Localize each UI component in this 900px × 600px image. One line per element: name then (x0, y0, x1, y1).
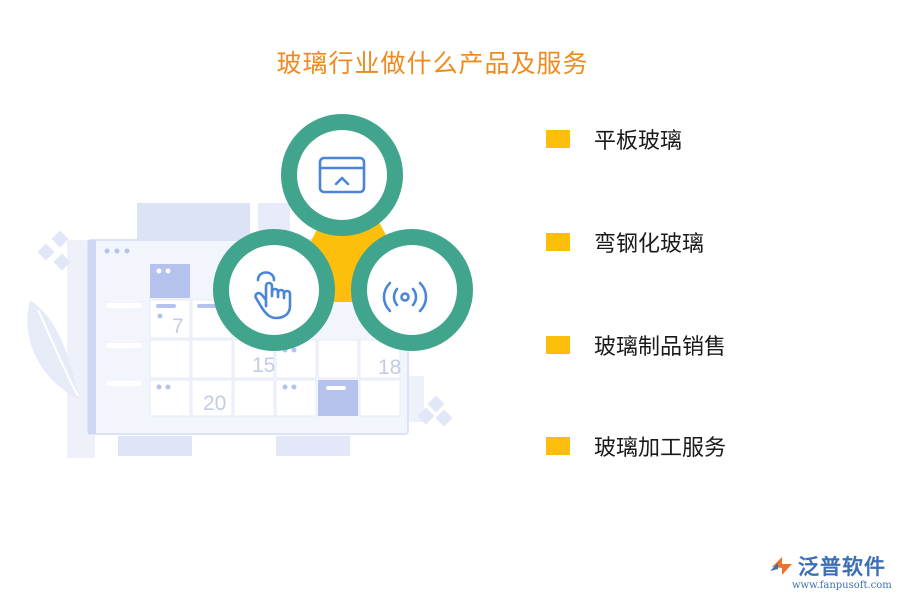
wireless-signal-icon (382, 281, 428, 313)
list-item: 平板玻璃 (546, 123, 682, 155)
brand-logo: 泛普软件 www.fanpusoft.com (768, 553, 896, 597)
logo-url: www.fanpusoft.com (792, 580, 892, 591)
bullet-square (546, 233, 570, 251)
calendar-number: 7 (172, 315, 184, 338)
ring-right (351, 229, 473, 351)
list-item: 弯钢化玻璃 (546, 226, 704, 258)
ring-top (281, 114, 403, 236)
calendar-number: 20 (203, 392, 226, 415)
list-item-label: 平板玻璃 (594, 129, 683, 154)
bullet-square (546, 437, 570, 455)
list-item: 玻璃制品销售 (546, 329, 726, 361)
tap-hand-icon (254, 271, 292, 320)
logo-name: 泛普软件 (798, 555, 886, 579)
page-title: 玻璃行业做什么产品及服务 (276, 49, 589, 78)
bullet-square (546, 130, 570, 148)
list-item-label: 玻璃制品销售 (594, 335, 727, 360)
calendar-number: 15 (252, 354, 275, 377)
list-item-label: 弯钢化玻璃 (594, 232, 705, 257)
logo-mark-icon (770, 557, 792, 575)
bullet-square (546, 336, 570, 354)
list-item-label: 玻璃加工服务 (594, 436, 727, 461)
list-item: 玻璃加工服务 (546, 430, 726, 462)
calendar-number: 18 (378, 356, 401, 379)
browser-window-icon (318, 156, 366, 194)
